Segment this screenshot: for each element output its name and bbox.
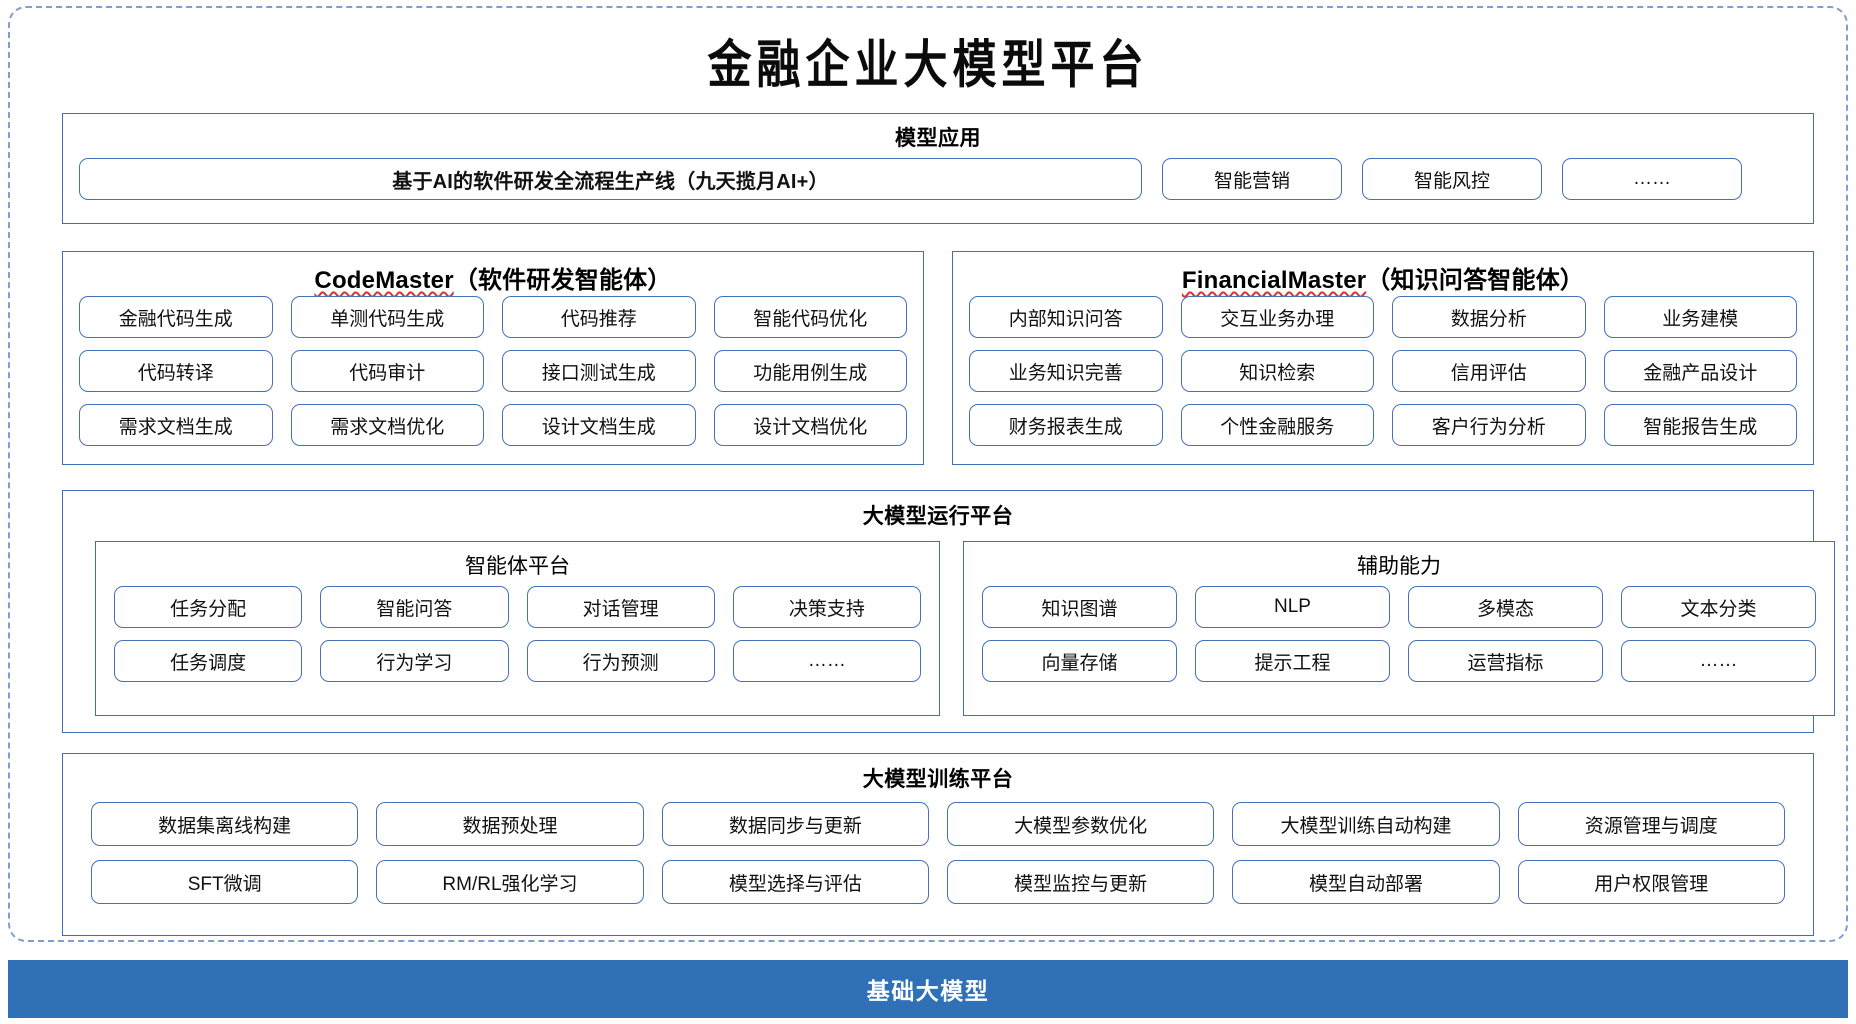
- chip-data-sync-update[interactable]: 数据同步与更新: [661, 802, 929, 846]
- financial-master-suffix: （知识问答智能体）: [1366, 267, 1585, 294]
- chip-sft-finetune[interactable]: SFT微调: [91, 860, 359, 904]
- auxiliary-row-2: 向量存储 提示工程 运营指标 ……: [982, 640, 1816, 682]
- chip-multimodal[interactable]: 多模态: [1408, 586, 1603, 628]
- chip-customer-behavior-analysis[interactable]: 客户行为分析: [1392, 404, 1586, 446]
- chip-functional-case-gen[interactable]: 功能用例生成: [713, 350, 907, 392]
- chip-task-scheduling[interactable]: 任务调度: [114, 640, 303, 682]
- chip-resource-management[interactable]: 资源管理与调度: [1517, 802, 1785, 846]
- chip-financial-product-design[interactable]: 金融产品设计: [1603, 350, 1797, 392]
- chip-design-doc-gen[interactable]: 设计文档生成: [502, 404, 696, 446]
- chip-financial-code-gen[interactable]: 金融代码生成: [79, 296, 273, 338]
- chip-smart-qa[interactable]: 智能问答: [320, 586, 509, 628]
- subsection-title-auxiliary: 辅助能力: [1357, 555, 1441, 578]
- chip-business-knowledge-improve[interactable]: 业务知识完善: [969, 350, 1163, 392]
- agent-platform-chip-grid: 任务分配 智能问答 对话管理 决策支持 任务调度 行为学习 行为预测 ……: [114, 586, 921, 682]
- chip-training-auto-build[interactable]: 大模型训练自动构建: [1232, 802, 1500, 846]
- code-master-row-2: 代码转译 代码审计 接口测试生成 功能用例生成: [79, 350, 907, 392]
- chip-rm-rl-learning[interactable]: RM/RL强化学习: [376, 860, 644, 904]
- chip-model-param-optimize[interactable]: 大模型参数优化: [946, 802, 1215, 846]
- chip-smart-report-gen[interactable]: 智能报告生成: [1603, 404, 1797, 446]
- chip-data-analysis[interactable]: 数据分析: [1392, 296, 1586, 338]
- agent-platform-row-1: 任务分配 智能问答 对话管理 决策支持: [114, 586, 921, 628]
- chip-data-preprocessing[interactable]: 数据预处理: [376, 802, 644, 846]
- chip-code-audit[interactable]: 代码审计: [290, 350, 484, 392]
- code-master-title-wrap: CodeMaster（软件研发智能体）: [63, 252, 923, 295]
- chip-interactive-business[interactable]: 交互业务办理: [1180, 296, 1374, 338]
- panel-auxiliary-capability: 辅助能力 知识图谱 NLP 多模态 文本分类 向量存储 提示工程 运营指标 ……: [963, 541, 1835, 716]
- code-master-row-1: 金融代码生成 单测代码生成 代码推荐 智能代码优化: [79, 296, 907, 338]
- section-model-application: 模型应用 基于AI的软件研发全流程生产线（九天揽月AI+） 智能营销 智能风控 …: [62, 113, 1814, 224]
- foundation-model-bar: 基础大模型: [8, 960, 1848, 1018]
- financial-master-row-3: 财务报表生成 个性金融服务 客户行为分析 智能报告生成: [969, 404, 1797, 446]
- agent-title-code-master: CodeMaster（软件研发智能体）: [63, 260, 923, 295]
- chip-requirement-doc-optimize[interactable]: 需求文档优化: [290, 404, 484, 446]
- chip-credit-evaluation[interactable]: 信用评估: [1392, 350, 1586, 392]
- financial-master-title-wrap: FinancialMaster（知识问答智能体）: [953, 252, 1813, 295]
- foundation-model-label: 基础大模型: [866, 978, 990, 1004]
- chip-dialogue-management[interactable]: 对话管理: [526, 586, 715, 628]
- financial-master-chip-grid: 内部知识问答 交互业务办理 数据分析 业务建模 业务知识完善 知识检索 信用评估…: [969, 296, 1797, 446]
- chip-requirement-doc-gen[interactable]: 需求文档生成: [79, 404, 273, 446]
- section-financial-master: FinancialMaster（知识问答智能体） 内部知识问答 交互业务办理 数…: [952, 251, 1814, 465]
- chip-auxiliary-more[interactable]: ……: [1621, 640, 1816, 682]
- chip-dataset-offline-build[interactable]: 数据集离线构建: [91, 802, 359, 846]
- chip-decision-support[interactable]: 决策支持: [732, 586, 921, 628]
- chip-internal-knowledge-qa[interactable]: 内部知识问答: [969, 296, 1163, 338]
- chip-ai-software-pipeline[interactable]: 基于AI的软件研发全流程生产线（九天揽月AI+）: [79, 158, 1142, 200]
- code-master-suffix: （软件研发智能体）: [453, 267, 672, 294]
- outer-dashed-frame: 金融企业大模型平台 模型应用 基于AI的软件研发全流程生产线（九天揽月AI+） …: [8, 6, 1848, 942]
- chip-text-classification[interactable]: 文本分类: [1621, 586, 1816, 628]
- chip-behavior-prediction[interactable]: 行为预测: [526, 640, 715, 682]
- chip-vector-store[interactable]: 向量存储: [982, 640, 1177, 682]
- chip-task-allocation[interactable]: 任务分配: [114, 586, 303, 628]
- section-title-runtime-platform: 大模型运行平台: [862, 505, 1014, 528]
- code-master-name: CodeMaster: [314, 267, 454, 294]
- financial-master-name: FinancialMaster: [1181, 267, 1367, 294]
- chip-api-test-gen[interactable]: 接口测试生成: [502, 350, 696, 392]
- section-code-master: CodeMaster（软件研发智能体） 金融代码生成 单测代码生成 代码推荐 智…: [62, 251, 924, 465]
- chip-nlp[interactable]: NLP: [1195, 586, 1390, 628]
- chip-agent-platform-more[interactable]: ……: [732, 640, 921, 682]
- chip-design-doc-optimize[interactable]: 设计文档优化: [713, 404, 907, 446]
- chip-code-recommend[interactable]: 代码推荐: [502, 296, 696, 338]
- auxiliary-row-1: 知识图谱 NLP 多模态 文本分类: [982, 586, 1816, 628]
- chip-model-auto-deploy[interactable]: 模型自动部署: [1232, 860, 1500, 904]
- page-title: 金融企业大模型平台: [707, 36, 1149, 95]
- chip-more-applications[interactable]: ……: [1562, 158, 1742, 200]
- auxiliary-chip-grid: 知识图谱 NLP 多模态 文本分类 向量存储 提示工程 运营指标 ……: [982, 586, 1816, 682]
- chip-business-modeling[interactable]: 业务建模: [1603, 296, 1797, 338]
- agent-title-financial-master: FinancialMaster（知识问答智能体）: [953, 260, 1813, 295]
- agent-platform-row-2: 任务调度 行为学习 行为预测 ……: [114, 640, 921, 682]
- chip-code-translate[interactable]: 代码转译: [79, 350, 273, 392]
- chip-personalized-finance-service[interactable]: 个性金融服务: [1180, 404, 1374, 446]
- chip-user-permission-management[interactable]: 用户权限管理: [1517, 860, 1785, 904]
- chip-behavior-learning[interactable]: 行为学习: [320, 640, 509, 682]
- chip-model-monitor-update[interactable]: 模型监控与更新: [946, 860, 1215, 904]
- chip-financial-statement-gen[interactable]: 财务报表生成: [969, 404, 1163, 446]
- panel-agent-platform: 智能体平台 任务分配 智能问答 对话管理 决策支持 任务调度 行为学习 行为预测…: [95, 541, 940, 716]
- model-application-row: 基于AI的软件研发全流程生产线（九天揽月AI+） 智能营销 智能风控 ……: [79, 158, 1797, 200]
- financial-master-row-2: 业务知识完善 知识检索 信用评估 金融产品设计: [969, 350, 1797, 392]
- chip-smart-marketing[interactable]: 智能营销: [1162, 158, 1342, 200]
- chip-unit-test-code-gen[interactable]: 单测代码生成: [290, 296, 484, 338]
- training-platform-row-2: SFT微调 RM/RL强化学习 模型选择与评估 模型监控与更新 模型自动部署 用…: [91, 860, 1785, 904]
- chip-model-selection-eval[interactable]: 模型选择与评估: [661, 860, 929, 904]
- training-platform-row-1: 数据集离线构建 数据预处理 数据同步与更新 大模型参数优化 大模型训练自动构建 …: [91, 802, 1785, 846]
- chip-knowledge-retrieval[interactable]: 知识检索: [1180, 350, 1374, 392]
- section-title-training-platform: 大模型训练平台: [862, 768, 1014, 791]
- training-platform-chip-grid: 数据集离线构建 数据预处理 数据同步与更新 大模型参数优化 大模型训练自动构建 …: [91, 802, 1785, 904]
- chip-smart-risk-control[interactable]: 智能风控: [1362, 158, 1542, 200]
- section-training-platform: 大模型训练平台 数据集离线构建 数据预处理 数据同步与更新 大模型参数优化 大模…: [62, 753, 1814, 936]
- section-title-model-application: 模型应用: [895, 127, 981, 150]
- chip-operation-metrics[interactable]: 运营指标: [1408, 640, 1603, 682]
- financial-master-row-1: 内部知识问答 交互业务办理 数据分析 业务建模: [969, 296, 1797, 338]
- section-runtime-platform: 大模型运行平台 智能体平台 任务分配 智能问答 对话管理 决策支持 任务调度 行…: [62, 490, 1835, 733]
- chip-knowledge-graph[interactable]: 知识图谱: [982, 586, 1177, 628]
- subsection-title-agent-platform: 智能体平台: [465, 555, 570, 578]
- chip-prompt-engineering[interactable]: 提示工程: [1195, 640, 1390, 682]
- code-master-row-3: 需求文档生成 需求文档优化 设计文档生成 设计文档优化: [79, 404, 907, 446]
- chip-smart-code-optimize[interactable]: 智能代码优化: [713, 296, 907, 338]
- code-master-chip-grid: 金融代码生成 单测代码生成 代码推荐 智能代码优化 代码转译 代码审计 接口测试…: [79, 296, 907, 446]
